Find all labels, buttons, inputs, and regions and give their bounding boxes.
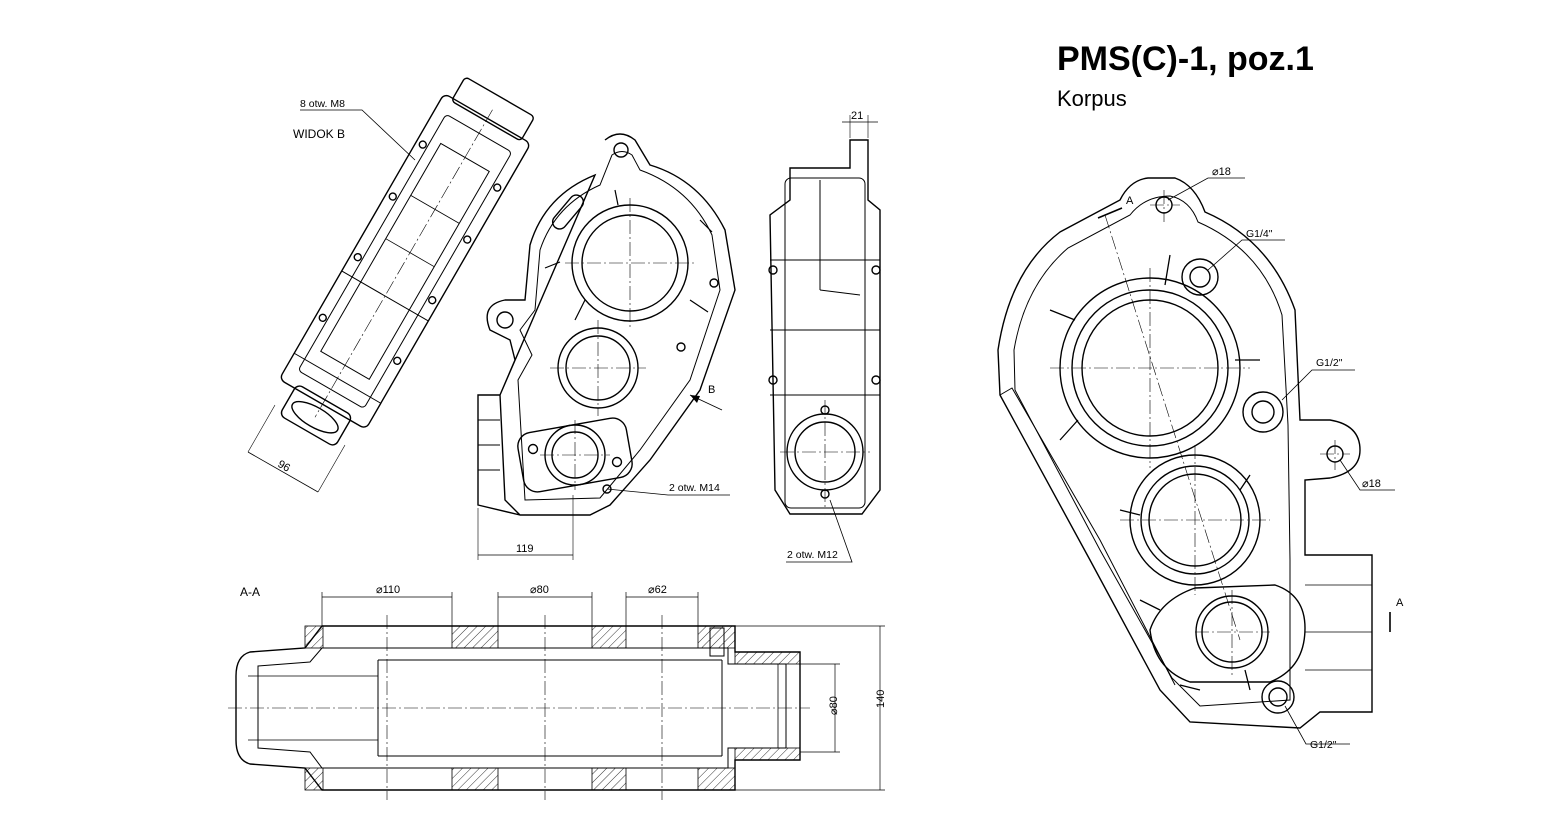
drawing-subtitle: Korpus — [1057, 86, 1127, 111]
arrow-b-label: B — [708, 384, 715, 396]
dimension-d62: ⌀62 — [648, 584, 667, 596]
holes-m14-label: 2 otw. M14 — [669, 482, 720, 494]
view-b — [247, 77, 534, 493]
section-arrow-a-side: A — [1396, 597, 1404, 609]
dimension-119: 119 — [516, 543, 534, 555]
dia-18-right-label: ⌀18 — [1362, 478, 1381, 490]
dia-18-top-label: ⌀18 — [1212, 166, 1231, 178]
dimension-d80-top: ⌀80 — [530, 584, 549, 596]
holes-m12-label: 2 otw. M12 — [787, 549, 838, 561]
g12-upper-label: G1/2" — [1316, 357, 1343, 369]
section-aa — [228, 592, 885, 800]
front-view — [477, 133, 736, 560]
dimension-d80-side: ⌀80 — [828, 696, 840, 715]
dimension-d110: ⌀110 — [376, 584, 400, 596]
section-arrow-a-top: A — [1126, 195, 1134, 207]
dimension-140: 140 — [875, 690, 887, 708]
side-view — [768, 115, 881, 563]
widok-b-label: WIDOK B — [293, 127, 345, 141]
drawing-title: PMS(C)-1, poz.1 — [1057, 40, 1314, 78]
section-aa-label: A-A — [240, 585, 260, 599]
detail-view-right — [997, 177, 1395, 745]
holes-m8-label: 8 otw. M8 — [300, 98, 345, 110]
g12-lower-label: G1/2" — [1310, 739, 1337, 751]
dimension-96: 96 — [275, 458, 292, 475]
g14-label: G1/4" — [1246, 228, 1273, 240]
dimension-21: 21 — [851, 110, 863, 122]
